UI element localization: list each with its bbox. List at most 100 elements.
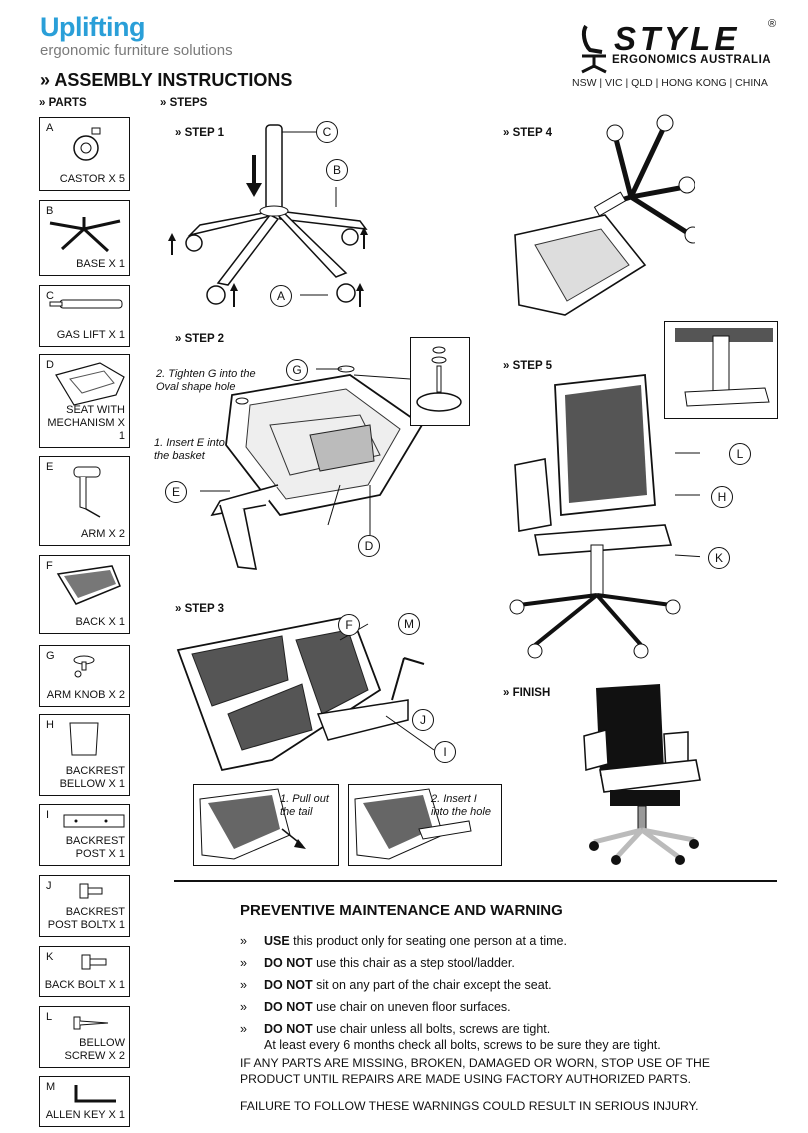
bullet: »: [240, 1000, 247, 1014]
warning-text-continued: At least every 6 months check all bolts,…: [264, 1038, 661, 1052]
finished-chair-illustration: [583, 684, 701, 865]
callout-f: F: [338, 614, 360, 636]
part-letter: L: [46, 1011, 53, 1023]
part-letter: I: [46, 809, 50, 821]
part-name: BACK BOLT X 1: [44, 979, 125, 991]
callout-j: J: [412, 709, 434, 731]
allen-key-icon: [74, 1085, 116, 1103]
note-insert-e: 1. Insert E into the basket: [154, 437, 225, 462]
part-letter: G: [46, 650, 55, 662]
part-name: GAS LIFT X 1: [56, 329, 125, 341]
callout-a: A: [270, 285, 292, 307]
step-5-label: » STEP 5: [503, 360, 553, 372]
style-wordmark: STYLE: [614, 20, 741, 57]
callout-l: L: [729, 443, 751, 465]
warning-item: » DO NOT use chair on uneven floor surfa…: [240, 999, 770, 1015]
callout-c: C: [316, 121, 338, 143]
note-tighten: 2. Tighten G into the Oval shape hole: [156, 368, 256, 393]
parts-label: » PARTS: [39, 97, 87, 109]
brand-tagline: ergonomic furniture solutions: [40, 42, 233, 59]
part-gas-lift: C GAS LIFT X 1: [39, 285, 130, 347]
part-letter: F: [46, 560, 53, 572]
part-backrest-post: I BACKREST POST X 1: [39, 804, 130, 866]
section-divider: [174, 880, 777, 882]
warning-keyword: USE: [264, 934, 290, 948]
part-letter: D: [46, 359, 54, 371]
warning-text: use this chair as a step stool/ladder.: [312, 956, 515, 970]
part-castor: A CASTOR X 5: [39, 117, 130, 191]
page-title: » ASSEMBLY INSTRUCTIONS: [40, 70, 293, 90]
style-subtitle: ERGONOMICS AUSTRALIA: [612, 54, 772, 66]
steps-label: » STEPS: [160, 97, 208, 109]
finish-label: » FINISH: [503, 687, 551, 699]
maintenance-title: PREVENTIVE MAINTENANCE AND WARNING: [240, 902, 563, 919]
warning-text: use chair unless all bolts, screws are t…: [312, 1022, 551, 1036]
step-2-label: » STEP 2: [175, 333, 225, 345]
insert-post-icon: [354, 788, 472, 860]
part-base: B BASE X 1: [39, 200, 130, 276]
part-arm: E ARM X 2: [39, 456, 130, 546]
callout-b: B: [326, 159, 348, 181]
part-name: ALLEN KEY X 1: [45, 1109, 125, 1121]
post-bolt-icon: [79, 883, 103, 899]
part-letter: C: [46, 290, 54, 302]
post-detail-icon: [675, 328, 773, 407]
back-bolt-icon: [81, 954, 107, 970]
warning-text: this product only for seating one person…: [289, 934, 567, 948]
bullet: »: [240, 978, 247, 992]
callout-m: M: [398, 613, 420, 635]
part-name: BACKREST POST X 1: [65, 835, 125, 860]
arm-knob-icon: [73, 655, 95, 678]
part-name: ARM KNOB X 2: [46, 689, 125, 701]
part-letter: K: [46, 951, 54, 963]
bullet: »: [240, 934, 247, 948]
part-backrest-post-bolt: J BACKREST POST BOLTX 1: [39, 875, 130, 937]
registered-mark: ®: [768, 18, 777, 30]
part-letter: E: [46, 461, 54, 473]
callout-e: E: [165, 481, 187, 503]
insert-post-inset: 2. Insert I into the hole: [348, 784, 502, 866]
warning-text: use chair on uneven floor surfaces.: [312, 1000, 511, 1014]
step-1-label: » STEP 1: [175, 127, 225, 139]
part-back: F BACK X 1: [39, 555, 130, 634]
step-2-illustration: [200, 365, 424, 570]
callout-h: H: [711, 486, 733, 508]
callout-i: I: [434, 741, 456, 763]
step-1-illustration: [168, 124, 368, 307]
part-name: BACK X 1: [75, 616, 125, 628]
part-allen-key: M ALLEN KEY X 1: [39, 1076, 130, 1127]
knob-detail-icon: [416, 346, 462, 412]
castor-icon: [73, 127, 101, 161]
warning-keyword: DO NOT: [264, 1022, 313, 1036]
part-letter: A: [46, 122, 54, 134]
warning-text: sit on any part of the chair except the …: [312, 978, 552, 992]
warning-item: » DO NOT use this chair as a step stool/…: [240, 955, 770, 971]
warning-item: » DO NOT sit on any part of the chair ex…: [240, 977, 770, 993]
part-bellow-screw: L BELLOW SCREW X 2: [39, 1006, 130, 1068]
warning-item: » DO NOT use chair unless all bolts, scr…: [240, 1021, 770, 1053]
base-icon: [49, 217, 121, 253]
part-name: BACKREST POST BOLTX 1: [47, 906, 125, 931]
part-backrest-bellow: H BACKREST BELLOW X 1: [39, 714, 130, 796]
backrest-post-detail-inset: [664, 321, 778, 419]
note-insert-i: 2. Insert I into the hole: [431, 793, 491, 818]
part-name: CASTOR X 5: [59, 173, 125, 185]
style-logo: STYLE ® ERGONOMICS AUSTRALIA: [572, 18, 776, 88]
warning-keyword: DO NOT: [264, 978, 313, 992]
brand-logo-text: Uplifting: [40, 12, 145, 42]
backrest-post-icon: [63, 814, 125, 828]
arm-icon: [73, 466, 101, 518]
warning-list: » USE this product only for seating one …: [240, 933, 770, 1059]
part-letter: H: [46, 719, 54, 731]
pull-tail-icon: [199, 788, 306, 860]
arm-knob-detail-inset: [410, 337, 470, 426]
part-arm-knob: G ARM KNOB X 2: [39, 645, 130, 707]
callout-g: G: [286, 359, 308, 381]
warning-paragraph-injury: FAILURE TO FOLLOW THESE WARNINGS COULD R…: [240, 1099, 699, 1113]
warning-paragraph-parts: IF ANY PARTS ARE MISSING, BROKEN, DAMAGE…: [240, 1056, 710, 1086]
note-pull-out: 1. Pull out the tail: [280, 793, 329, 818]
part-name: BASE X 1: [76, 258, 125, 270]
part-letter: B: [46, 205, 54, 217]
bellow-icon: [69, 722, 99, 756]
part-back-bolt: K BACK BOLT X 1: [39, 946, 130, 997]
